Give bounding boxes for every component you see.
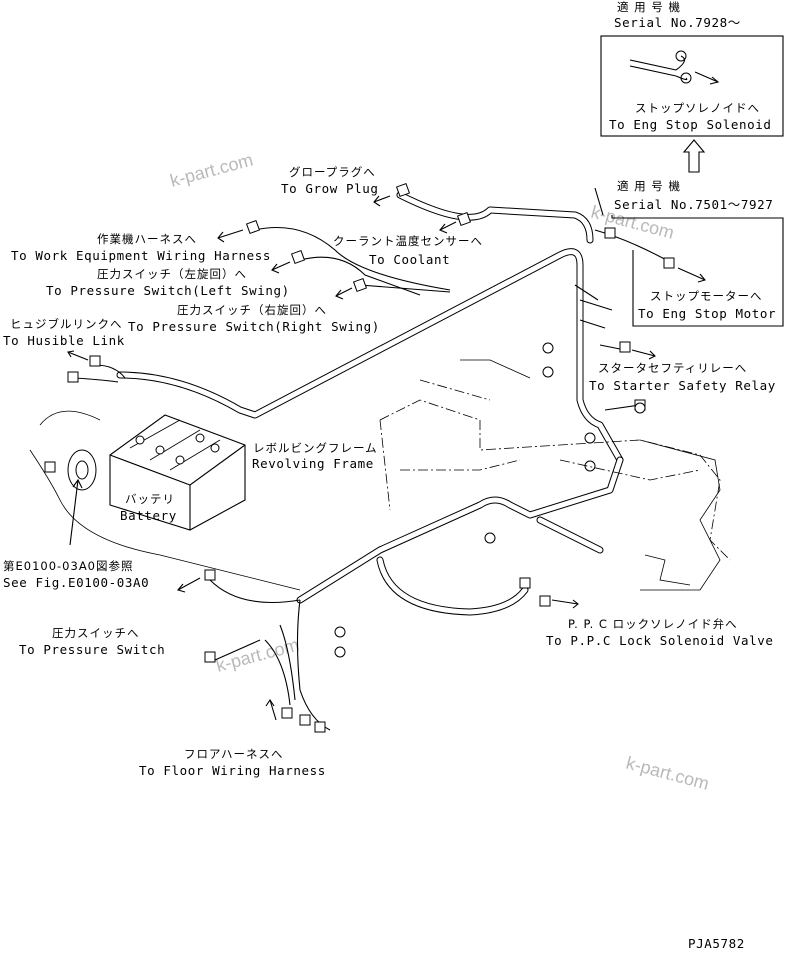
pressure-left-label-en: To Pressure Switch(Left Swing) (46, 283, 290, 298)
pressure-left-label-jp: 圧力スイッチ（左旋回）へ (97, 267, 247, 281)
stop-solenoid-label-en: To Eng Stop Solenoid (609, 117, 772, 132)
serial-range-mid: Serial No.7501～7927 (614, 197, 773, 212)
pressure-switch-label-en: To Pressure Switch (19, 642, 165, 657)
hollow-up-arrow (682, 139, 706, 173)
see-fig-label-jp: 第E0100-03A0図参照 (3, 559, 134, 573)
battery-label-jp: バッテリ (125, 492, 175, 506)
fusible-link-label-jp: ヒュジブルリンクへ (10, 317, 123, 331)
pressure-switch-label-jp: 圧力スイッチへ (52, 626, 140, 640)
applicable-model-label-mid: 適 用 号 機 (617, 179, 681, 193)
inset-stop-solenoid: 適 用 号 機 Serial No.7928～ ストップソレノイドへ To En… (600, 0, 784, 137)
watermark: k-part.com (168, 150, 255, 191)
connectors (67, 182, 675, 733)
coolant-label-en: To Coolant (369, 252, 450, 267)
work-harness-label-jp: 作業機ハーネスへ (97, 232, 197, 246)
revolving-frame-label-en: Revolving Frame (252, 456, 374, 471)
floor-harness-label-jp: フロアハーネスへ (184, 747, 284, 761)
glow-plug-label-en: To Grow Plug (281, 181, 379, 196)
revolving-frame-label-jp: レボルビングフレーム (253, 441, 378, 455)
pressure-right-label-jp: 圧力スイッチ（右旋回）へ (177, 303, 327, 317)
watermark: k-part.com (624, 753, 711, 794)
stop-motor-label-jp: ストップモーターへ (650, 289, 763, 303)
leader-arrows (67, 195, 706, 721)
battery-outline (29, 410, 301, 591)
work-harness-label-en: To Work Equipment Wiring Harness (11, 248, 271, 263)
branch-wires (74, 227, 671, 731)
see-fig-label-en: See Fig.E0100-03A0 (3, 575, 149, 590)
stop-motor-label-en: To Eng Stop Motor (638, 306, 776, 321)
ppc-label-jp: P. P. C ロックソレノイド弁へ (568, 617, 738, 631)
stop-solenoid-label-jp: ストップソレノイドへ (635, 101, 760, 115)
starter-relay-label-en: To Starter Safety Relay (589, 378, 776, 393)
applicable-model-label: 適 用 号 機 (617, 0, 681, 14)
ppc-label-en: To P.P.C Lock Solenoid Valve (546, 633, 774, 648)
fusible-link-label-en: To Husible Link (3, 333, 125, 348)
coolant-label-jp: クーラント温度センサーへ (333, 234, 483, 248)
glow-plug-label-jp: グロープラグへ (289, 165, 376, 179)
pressure-right-label-en: To Pressure Switch(Right Swing) (128, 319, 380, 334)
starter-relay-label-jp: スタータセフティリレーへ (598, 361, 747, 375)
main-harness (116, 191, 624, 616)
floor-harness-label-en: To Floor Wiring Harness (139, 763, 326, 778)
serial-range-top: Serial No.7928～ (614, 15, 741, 30)
drawing-code: PJA5782 (688, 936, 745, 951)
battery-label-en: Battery (120, 508, 177, 523)
revolving-frame-outline (379, 359, 731, 591)
